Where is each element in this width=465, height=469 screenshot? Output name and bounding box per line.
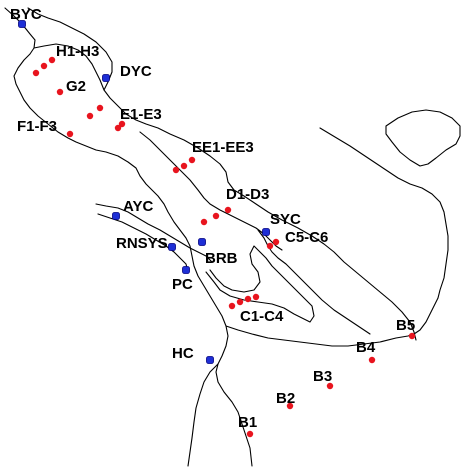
station-marker	[262, 228, 270, 236]
label-G2: G2	[66, 78, 86, 95]
label-BYC: BYC	[10, 6, 42, 23]
sample-site-marker	[408, 332, 416, 340]
sample-site-marker	[56, 88, 64, 96]
label-H1-H3: H1-H3	[56, 43, 99, 60]
label-RNSYS: RNSYS	[116, 235, 168, 252]
sample-site-marker	[236, 298, 244, 306]
label-DYC: DYC	[120, 63, 152, 80]
label-B3: B3	[313, 368, 332, 385]
label-PC: PC	[172, 276, 193, 293]
sample-site-marker	[286, 402, 294, 410]
sample-site-marker	[118, 120, 126, 128]
label-B5: B5	[396, 317, 415, 334]
stations-layer	[18, 20, 270, 364]
sample-site-marker	[368, 356, 376, 364]
label-HC: HC	[172, 345, 194, 362]
sample-site-marker	[40, 62, 48, 70]
sample-site-marker	[32, 69, 40, 77]
label-F1-F3: F1-F3	[17, 118, 57, 135]
station-marker	[182, 266, 190, 274]
station-marker	[168, 243, 176, 251]
sample-site-marker	[188, 156, 196, 164]
sample-site-marker	[180, 162, 188, 170]
station-marker	[18, 20, 26, 28]
sample-site-marker	[114, 124, 122, 132]
sample-site-marker	[86, 112, 94, 120]
label-B1: B1	[238, 414, 257, 431]
label-BRB: BRB	[205, 250, 238, 267]
sample-site-marker	[212, 212, 220, 220]
sample-site-marker	[66, 130, 74, 138]
station-marker	[102, 74, 110, 82]
sample-site-marker	[266, 242, 274, 250]
sample-site-marker	[200, 218, 208, 226]
station-marker	[206, 356, 214, 364]
label-D1-D3: D1-D3	[226, 186, 269, 203]
label-B4: B4	[356, 339, 376, 356]
label-C5-C6: C5-C6	[285, 229, 328, 246]
station-marker	[198, 238, 206, 246]
sample-site-marker	[326, 382, 334, 390]
coastline	[4, 7, 461, 467]
label-SYC: SYC	[270, 211, 301, 228]
sample-site-marker	[272, 238, 280, 246]
label-AYC: AYC	[123, 198, 153, 215]
label-C1-C4: C1-C4	[240, 308, 284, 325]
sample-site-marker	[224, 206, 232, 214]
label-B2: B2	[276, 390, 295, 407]
station-labels: BYC DYC AYC RNSYS SYC BRB PC HC	[10, 6, 301, 362]
sample-site-marker	[246, 430, 254, 438]
sample-site-marker	[252, 293, 260, 301]
sample-site-marker	[96, 104, 104, 112]
label-EE1-EE3: EE1-EE3	[192, 139, 254, 156]
label-E1-E3: E1-E3	[120, 106, 162, 123]
station-marker	[112, 212, 120, 220]
sample-site-marker	[48, 56, 56, 64]
sample-sites-layer	[32, 56, 416, 438]
sample-site-marker	[244, 295, 252, 303]
sample-site-marker	[172, 166, 180, 174]
sample-site-labels: H1-H3 G2 F1-F3 E1-E3 EE1-EE3 D1-D3 C5-C6…	[17, 43, 415, 431]
sample-site-marker	[228, 302, 236, 310]
